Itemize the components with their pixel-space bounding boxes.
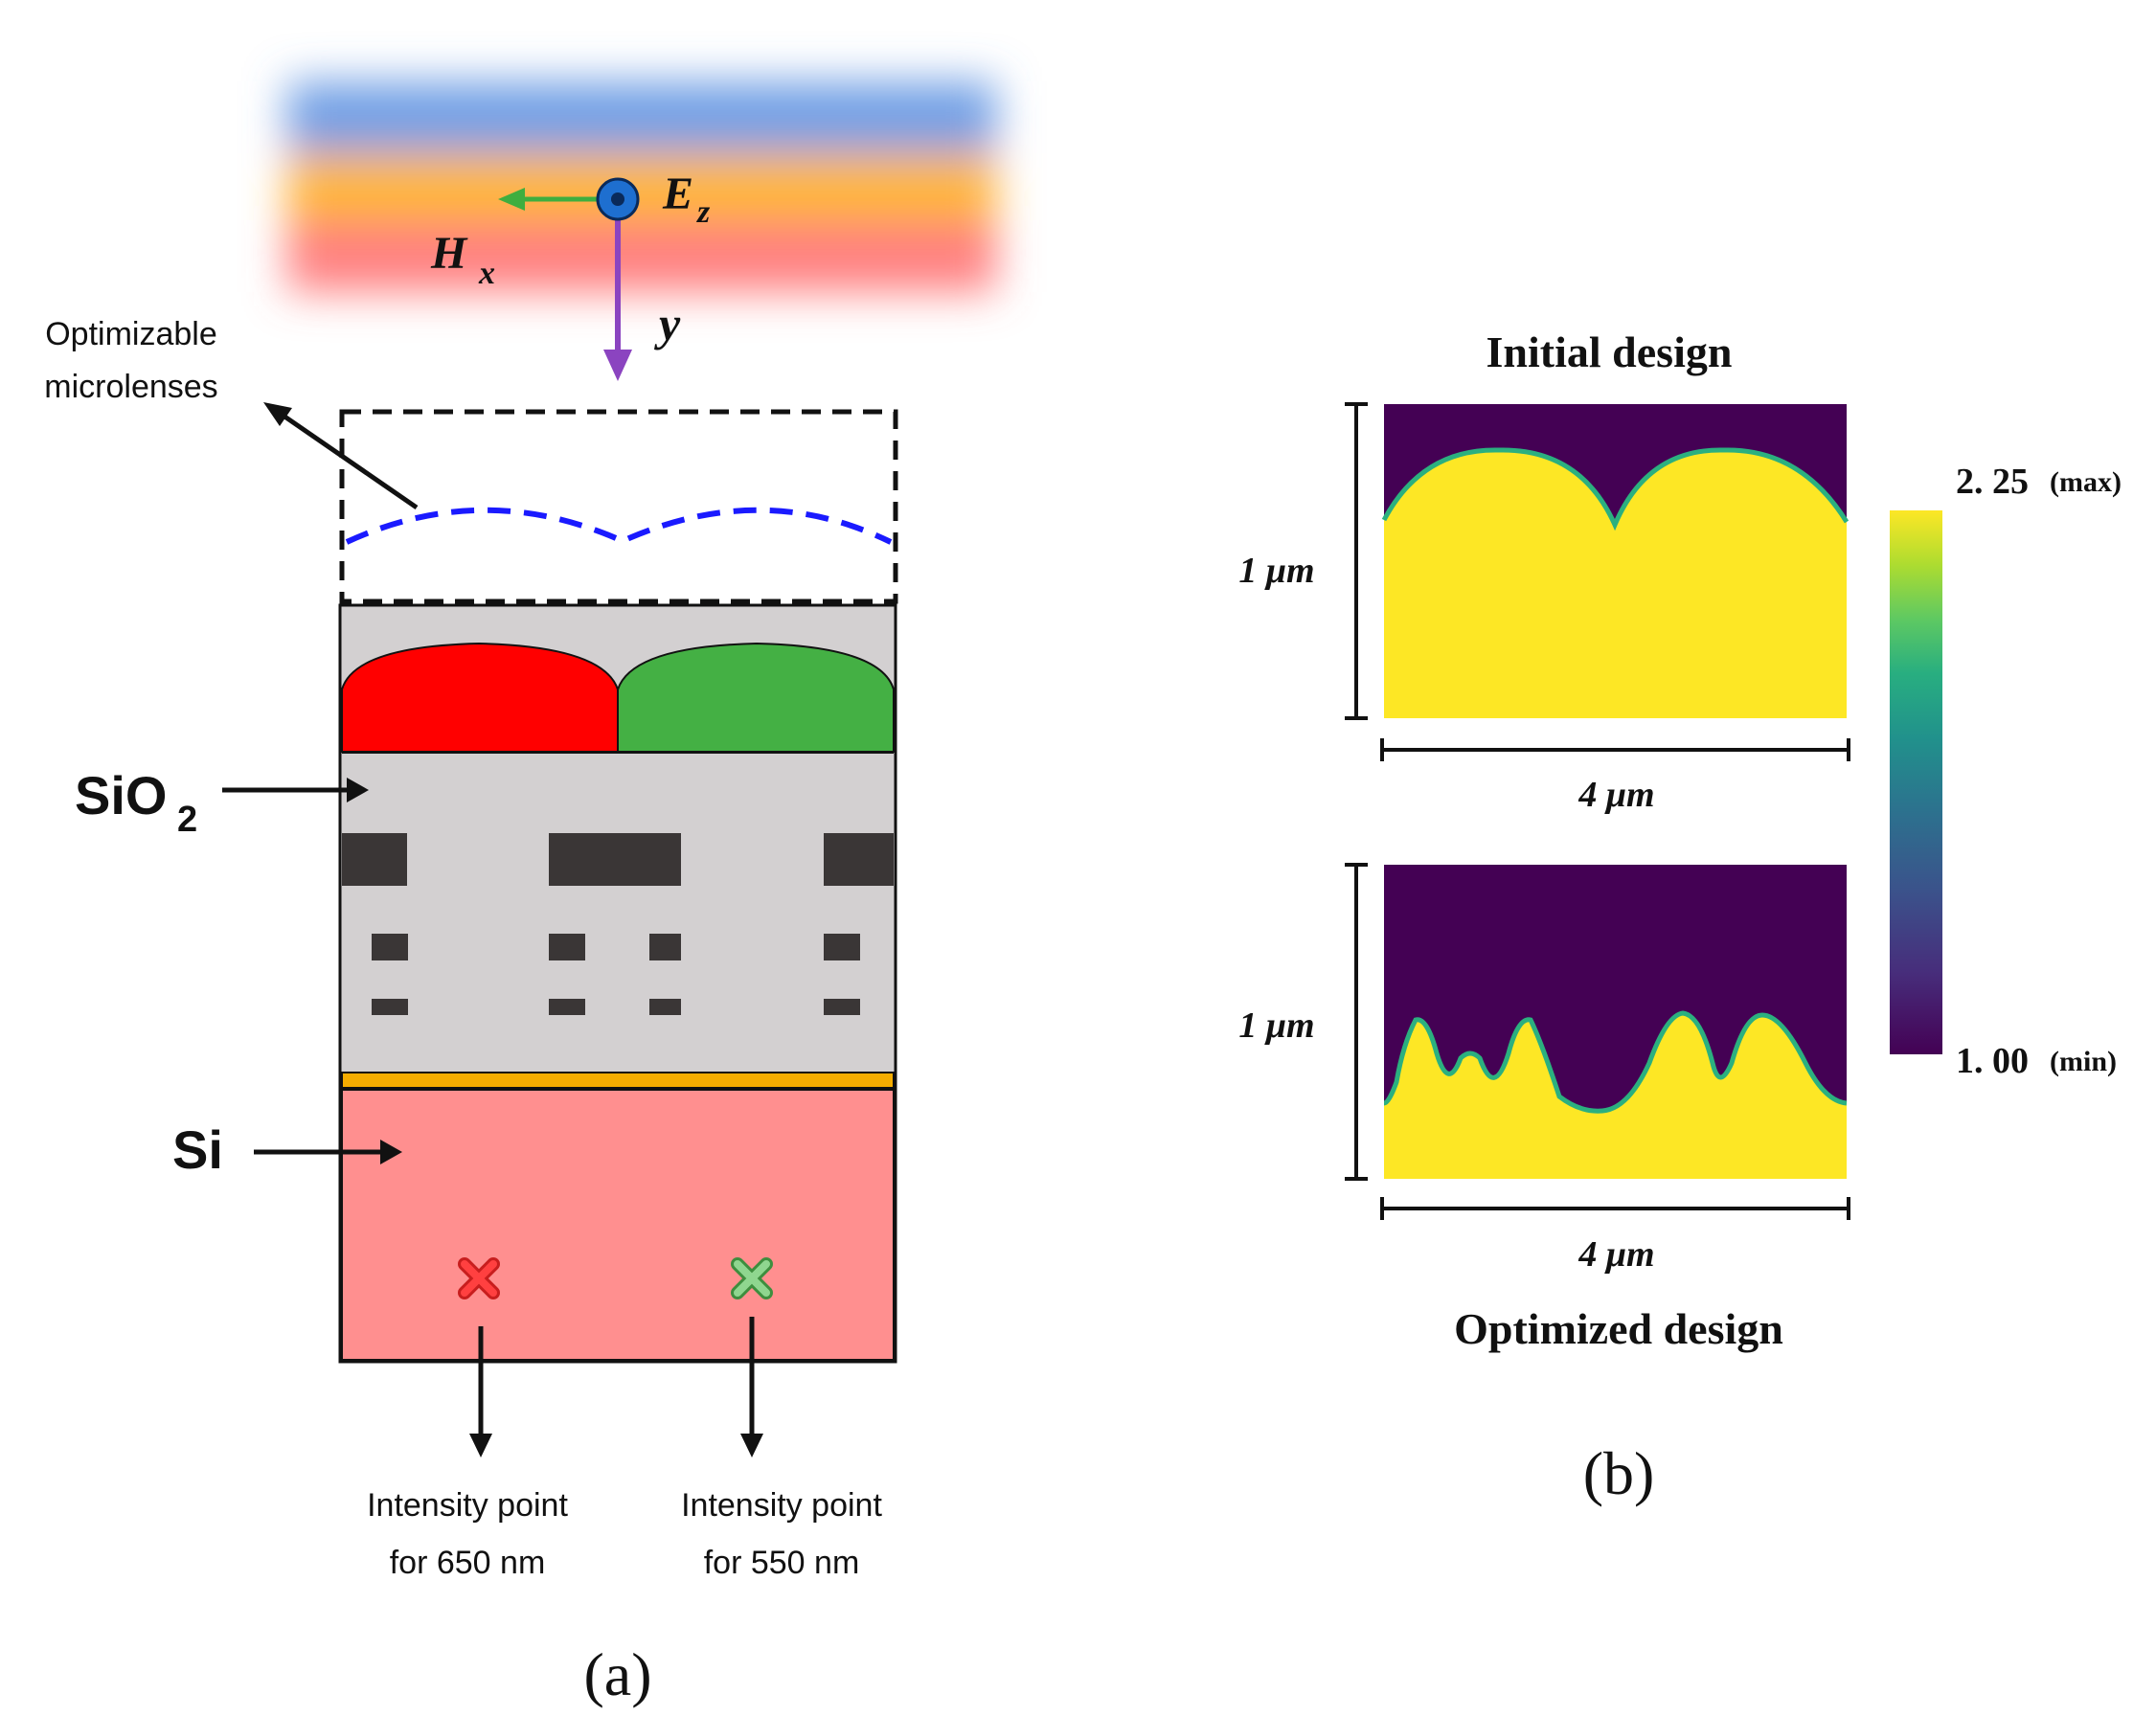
sio2-label: SiO bbox=[75, 765, 167, 825]
optimizable-region-box bbox=[339, 409, 898, 604]
optimizable-label-line1: Optimizable bbox=[45, 316, 217, 352]
optimizable-pointer-arrow bbox=[276, 409, 419, 510]
microlens-profile-dashed bbox=[345, 507, 893, 545]
metal-interconnect bbox=[549, 934, 585, 960]
metal-interconnect bbox=[649, 934, 681, 960]
caption-b: (b) bbox=[1583, 1439, 1655, 1507]
optimized-height-label: 1 μm bbox=[1238, 1005, 1314, 1046]
initial-design-boundary bbox=[1381, 447, 1850, 531]
e-field-subscript: z bbox=[696, 194, 711, 230]
metal-interconnect bbox=[549, 833, 681, 886]
metal-interconnect bbox=[824, 999, 860, 1015]
metal-interconnect bbox=[824, 833, 894, 886]
panel-b: Initial design 1 μm 4 μm 1 μm 4 μm Optim… bbox=[1238, 328, 2122, 1507]
field-vectors bbox=[498, 177, 640, 381]
initial-design-title: Initial design bbox=[1487, 328, 1733, 376]
red-color-filter-lens bbox=[341, 642, 619, 753]
incident-light-beam bbox=[287, 81, 996, 292]
metal-interconnect bbox=[372, 934, 408, 960]
metal-interconnect bbox=[372, 999, 408, 1015]
metal-interconnect bbox=[549, 999, 585, 1015]
green-color-filter-lens bbox=[617, 642, 895, 753]
panel-a: E z H x y Optimizable microlenses bbox=[44, 81, 996, 1708]
colorbar-min-value: 1. 00 bbox=[1956, 1041, 2029, 1081]
e-field-label: E bbox=[662, 169, 693, 219]
sio2-subscript: 2 bbox=[177, 800, 197, 840]
intensity-marker-650 bbox=[458, 1257, 500, 1299]
optimized-width-label: 4 μm bbox=[1577, 1234, 1654, 1275]
h-field-arrowhead bbox=[498, 188, 525, 211]
initial-width-label: 4 μm bbox=[1577, 775, 1654, 815]
intensity-marker-550 bbox=[731, 1257, 773, 1299]
point650-label-line2: for 650 nm bbox=[390, 1545, 546, 1581]
point550-label-line2: for 550 nm bbox=[704, 1545, 860, 1581]
metal-interconnect bbox=[649, 999, 681, 1015]
initial-height-label: 1 μm bbox=[1238, 551, 1314, 591]
si-layer bbox=[341, 1089, 895, 1361]
optimized-design-boundary bbox=[1383, 1010, 1848, 1114]
y-axis-label: y bbox=[654, 297, 681, 350]
y-axis-arrowhead bbox=[603, 350, 632, 381]
point650-label-line1: Intensity point bbox=[367, 1487, 568, 1524]
h-field-label: H bbox=[430, 228, 468, 279]
initial-design-background bbox=[1384, 404, 1847, 525]
filter-layer bbox=[341, 1072, 895, 1089]
pixel-stack bbox=[338, 603, 897, 1364]
colorbar bbox=[1890, 510, 1942, 1054]
si-label: Si bbox=[172, 1119, 223, 1180]
caption-a: (a) bbox=[583, 1640, 651, 1708]
h-field-subscript: x bbox=[478, 256, 495, 291]
optimized-design-background bbox=[1384, 865, 1847, 1112]
colorbar-max-value: 2. 25 bbox=[1956, 462, 2029, 502]
colorbar-min-tag: (min) bbox=[2050, 1046, 2117, 1077]
point550-label-line1: Intensity point bbox=[681, 1487, 882, 1524]
optimizable-label-line2: microlenses bbox=[44, 369, 217, 405]
colorbar-max-tag: (max) bbox=[2050, 466, 2122, 498]
metal-interconnect bbox=[342, 833, 407, 886]
optimized-design-title: Optimized design bbox=[1454, 1304, 1783, 1353]
metal-interconnect bbox=[824, 934, 860, 960]
